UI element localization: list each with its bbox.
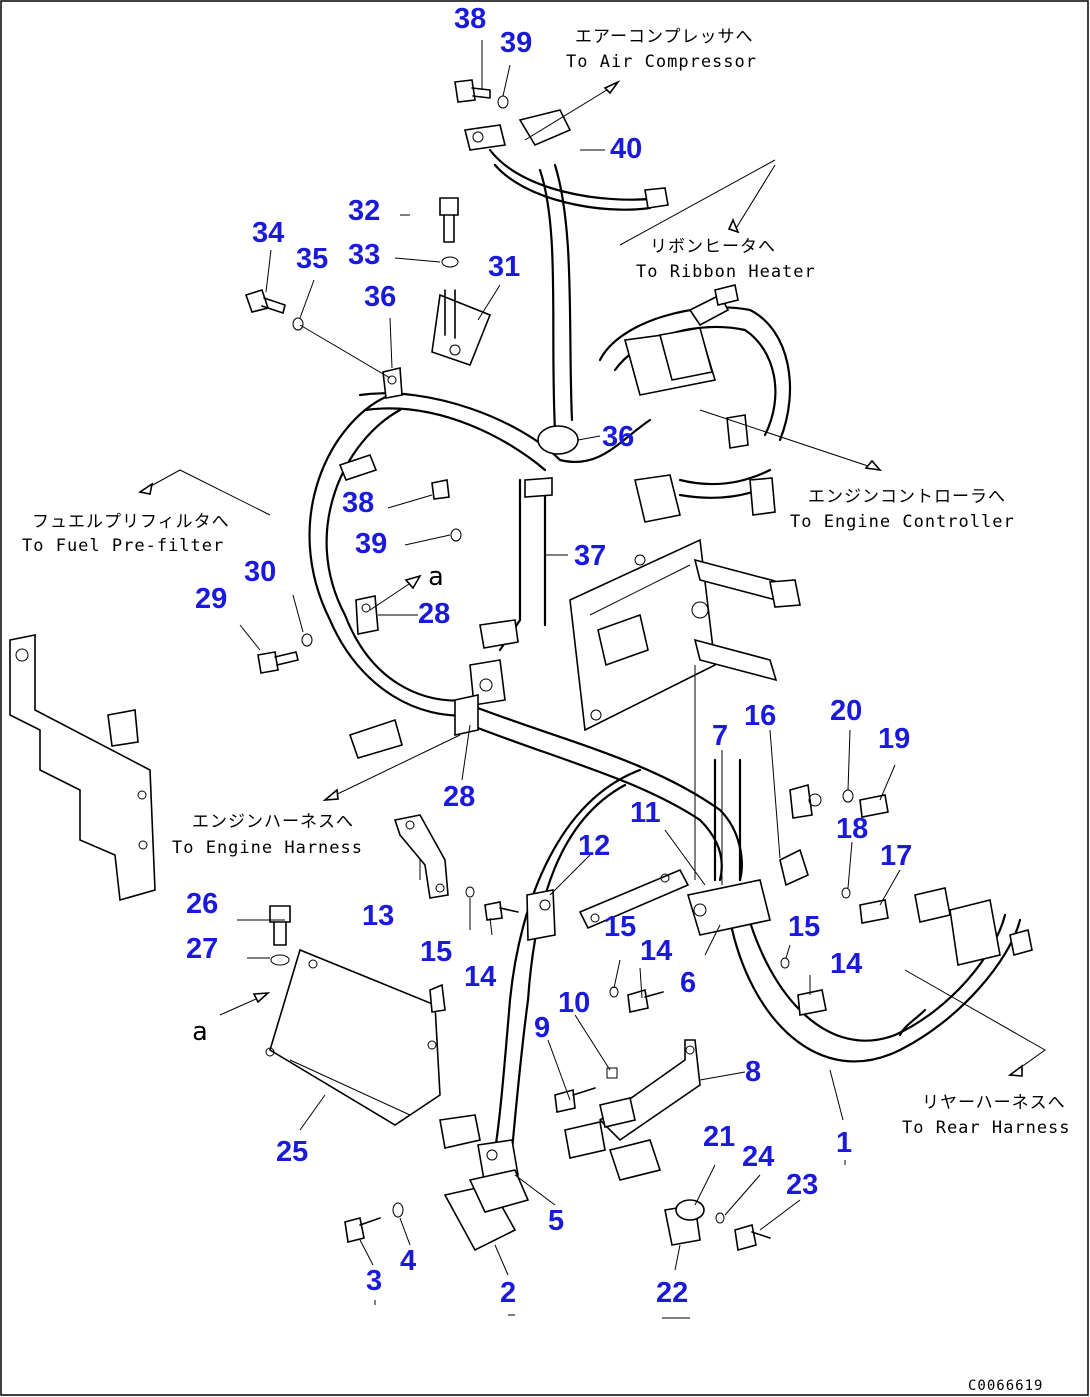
note-ribbon-heater-jp: リボンヒータへ xyxy=(650,237,776,257)
callouts: 38 39 40 32 33 31 34 35 36 36 38 39 37 3… xyxy=(186,3,912,1309)
callout-22: 22 xyxy=(656,1277,688,1309)
callout-21: 21 xyxy=(703,1121,735,1153)
callout-19: 19 xyxy=(878,723,910,755)
note-air-compressor-jp: エアーコンプレッサへ xyxy=(575,27,753,47)
callout-15: 15 xyxy=(604,911,636,943)
callout-36: 36 xyxy=(602,421,634,453)
note-engine-harness-en: To Engine Harness xyxy=(172,838,363,858)
callout-30: 30 xyxy=(244,556,276,588)
callout-17: 17 xyxy=(880,840,912,872)
note-ribbon-heater-en: To Ribbon Heater xyxy=(636,262,816,282)
callout-36: 36 xyxy=(364,281,396,313)
harness-assembly-drawing xyxy=(308,148,1022,1152)
note-fuel-prefilter-jp: フュエルプリフィルタへ xyxy=(32,512,230,532)
leader-lines xyxy=(237,40,901,1319)
callout-26: 26 xyxy=(186,888,218,920)
note-engine-controller-jp: エンジンコントローラへ xyxy=(808,487,1006,507)
callout-28: 28 xyxy=(418,598,450,630)
callout-10: 10 xyxy=(558,987,590,1019)
callout-15: 15 xyxy=(420,936,452,968)
callout-12: 12 xyxy=(578,830,610,862)
callout-9: 9 xyxy=(534,1012,550,1044)
callout-40: 40 xyxy=(610,133,642,165)
callout-14: 14 xyxy=(640,935,672,967)
callout-24: 24 xyxy=(742,1141,774,1173)
callout-28: 28 xyxy=(443,781,475,813)
callout-29: 29 xyxy=(195,583,227,615)
callout-2: 2 xyxy=(500,1277,516,1309)
callout-7: 7 xyxy=(712,720,728,752)
callout-5: 5 xyxy=(548,1205,564,1237)
callout-1: 1 xyxy=(836,1127,852,1159)
callout-39: 39 xyxy=(500,27,532,59)
callout-25: 25 xyxy=(276,1136,308,1168)
callout-37: 37 xyxy=(574,540,606,572)
callout-32: 32 xyxy=(348,195,380,227)
ref-mark-a: a xyxy=(428,562,445,592)
note-engine-controller-en: To Engine Controller xyxy=(790,512,1015,532)
note-air-compressor-en: To Air Compressor xyxy=(566,52,757,72)
callout-35: 35 xyxy=(296,243,328,275)
note-rear-harness-en: To Rear Harness xyxy=(902,1118,1071,1138)
callout-38: 38 xyxy=(454,3,486,35)
diagram-code: C0066619 xyxy=(968,1378,1043,1394)
callout-16: 16 xyxy=(744,700,776,732)
callout-31: 31 xyxy=(488,251,520,283)
callout-27: 27 xyxy=(186,933,218,965)
note-engine-harness-jp: エンジンハーネスへ xyxy=(192,812,354,832)
callout-34: 34 xyxy=(252,217,284,249)
callout-6: 6 xyxy=(680,967,696,999)
callout-8: 8 xyxy=(745,1056,761,1088)
callout-14: 14 xyxy=(464,961,496,993)
callout-39: 39 xyxy=(355,528,387,560)
note-fuel-prefilter-en: To Fuel Pre-filter xyxy=(22,536,224,556)
direction-arrows xyxy=(137,79,1046,1077)
callout-33: 33 xyxy=(348,239,380,271)
callout-3: 3 xyxy=(366,1265,382,1297)
callout-13: 13 xyxy=(362,900,394,932)
callout-11: 11 xyxy=(630,797,661,829)
note-rear-harness-jp: リヤーハーネスへ xyxy=(922,1093,1066,1113)
callout-18: 18 xyxy=(836,813,868,845)
callout-15: 15 xyxy=(788,911,820,943)
callout-20: 20 xyxy=(830,695,862,727)
ref-mark-a: a xyxy=(192,1017,209,1047)
callout-38: 38 xyxy=(342,487,374,519)
destination-notes: エアーコンプレッサへ To Air Compressor リボンヒータへ To … xyxy=(22,27,1071,1138)
callout-14: 14 xyxy=(830,948,862,980)
callout-4: 4 xyxy=(400,1245,416,1277)
callout-23: 23 xyxy=(786,1169,818,1201)
components xyxy=(9,79,1033,1252)
